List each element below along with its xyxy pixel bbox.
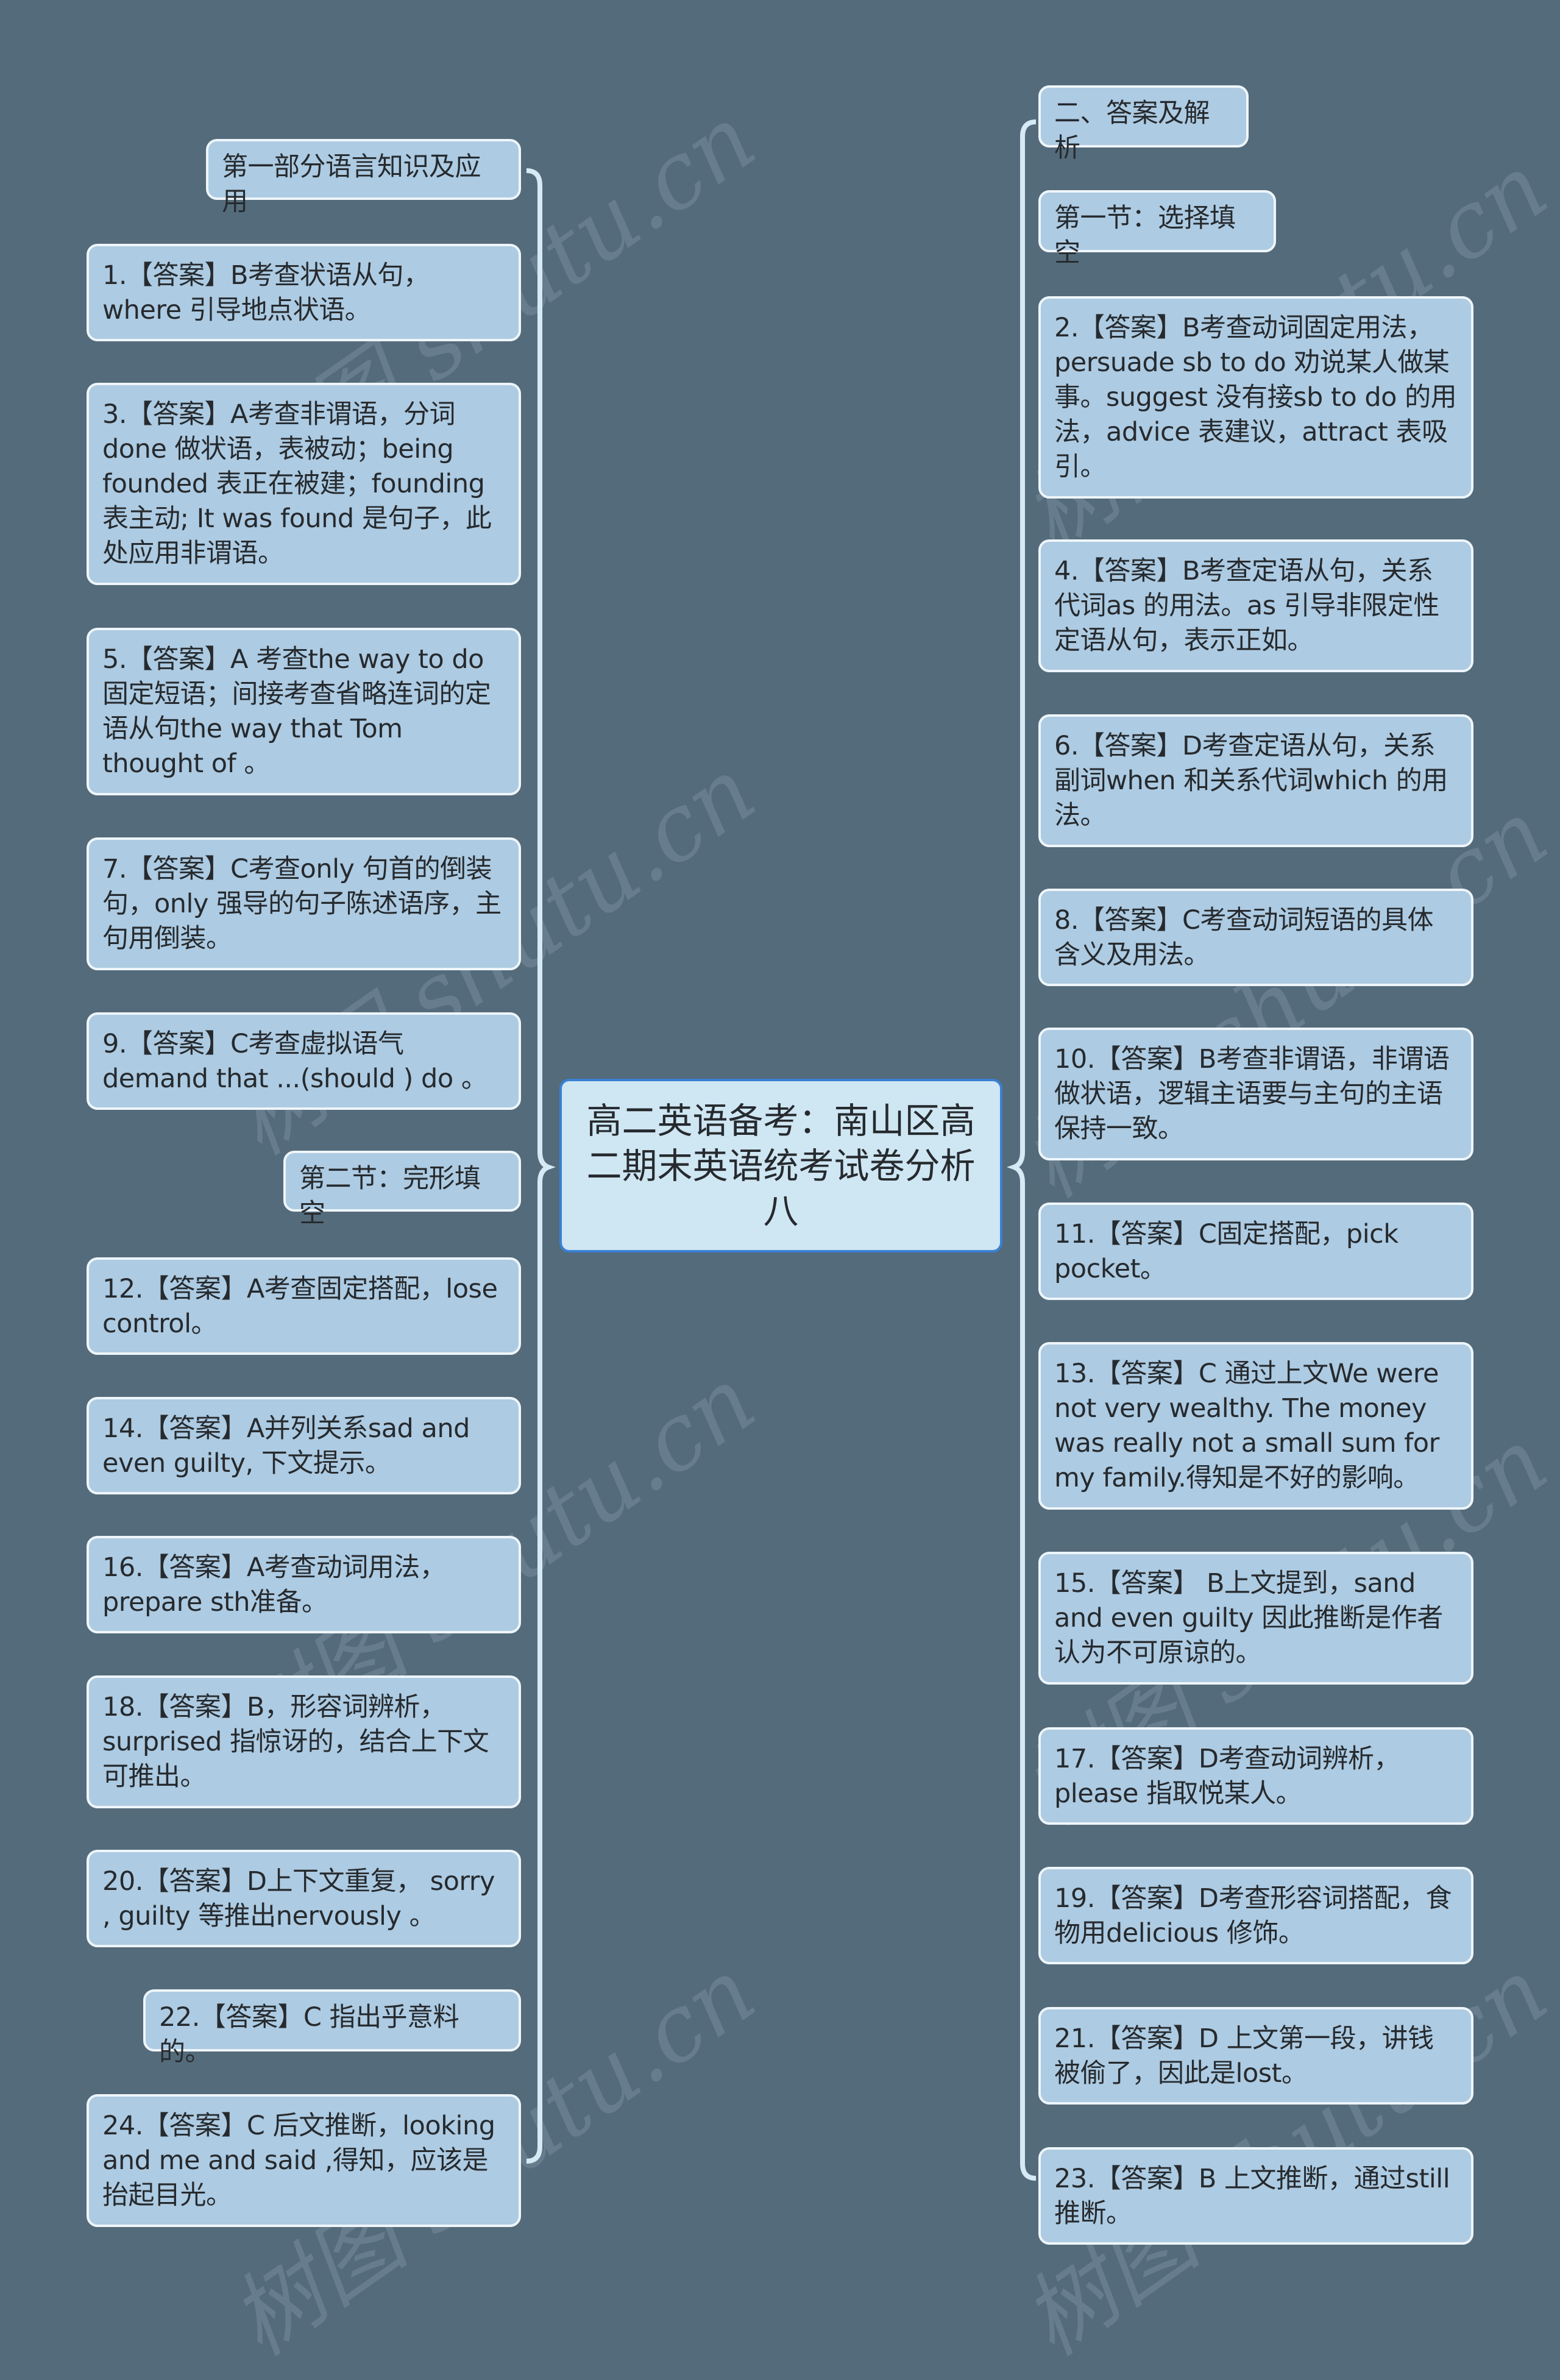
answer-node-10[interactable]: 10.【答案】B考查非谓语，非谓语做状语，逻辑主语要与主句的主语保持一致。 [1038, 1028, 1473, 1160]
answer-node-9[interactable]: 9.【答案】C考查虚拟语气demand that ...(should ) do… [87, 1012, 521, 1110]
node-label: 4.【答案】B考查定语从句，关系代词as 的用法。as 引导非限定性定语从句，表… [1054, 556, 1439, 656]
node-label: 21.【答案】D 上文第一段，讲钱被偷了，因此是lost。 [1054, 2023, 1434, 2089]
answer-node-8[interactable]: 8.【答案】C考查动词短语的具体含义及用法。 [1038, 889, 1473, 986]
answer-node-20[interactable]: 20.【答案】D上下文重复， sorry , guilty 等推出nervous… [87, 1850, 521, 1947]
node-label: 22.【答案】C 指出乎意料的。 [159, 2002, 459, 2067]
node-label: 24.【答案】C 后文推断，looking and me and said ,得… [102, 2111, 495, 2211]
answer-node-4[interactable]: 4.【答案】B考查定语从句，关系代词as 的用法。as 引导非限定性定语从句，表… [1038, 539, 1473, 672]
node-label: 13.【答案】C 通过上文We were not very wealthy. T… [1054, 1359, 1439, 1493]
central-topic-node[interactable]: 高二英语备考：南山区高二期末英语统考试卷分析八 [559, 1079, 1002, 1252]
central-topic-label: 高二英语备考：南山区高二期末英语统考试卷分析八 [586, 1099, 976, 1232]
answer-node-17[interactable]: 17.【答案】D考查动词辨析，please 指取悦某人。 [1038, 1727, 1473, 1825]
node-label: 3.【答案】A考查非谓语，分词done 做状语，表被动；being founde… [102, 399, 492, 569]
node-label: 2.【答案】B考查动词固定用法，persuade sb to do 劝说某人做某… [1054, 313, 1457, 482]
answer-node-3[interactable]: 3.【答案】A考查非谓语，分词done 做状语，表被动；being founde… [87, 383, 521, 585]
answer-node-7[interactable]: 7.【答案】C考查only 句首的倒装句，only 强导的句子陈述语序，主句用倒… [87, 837, 521, 970]
answer-node-16[interactable]: 16.【答案】A考查动词用法，prepare sth准备。 [87, 1536, 521, 1633]
node-label: 20.【答案】D上下文重复， sorry , guilty 等推出nervous… [102, 1866, 495, 1931]
node-label: 14.【答案】A并列关系sad and even guilty, 下文提示。 [102, 1413, 470, 1479]
answer-node-21[interactable]: 21.【答案】D 上文第一段，讲钱被偷了，因此是lost。 [1038, 2007, 1473, 2105]
node-label: 8.【答案】C考查动词短语的具体含义及用法。 [1054, 905, 1434, 970]
node-label: 6.【答案】D考查定语从句，关系副词when 和关系代词which 的用法。 [1054, 731, 1448, 831]
node-label: 5.【答案】A 考查the way to do 固定短语；间接考查省略连词的定语… [102, 644, 491, 779]
answer-node-22[interactable]: 22.【答案】C 指出乎意料的。 [143, 1989, 521, 2067]
answer-node-5[interactable]: 5.【答案】A 考查the way to do 固定短语；间接考查省略连词的定语… [87, 628, 521, 795]
node-label: 二、答案及解析 [1054, 98, 1210, 163]
answer-node-18[interactable]: 18.【答案】B，形容词辨析，surprised 指惊讶的，结合上下文可推出。 [87, 1675, 521, 1808]
node-label: 10.【答案】B考查非谓语，非谓语做状语，逻辑主语要与主句的主语保持一致。 [1054, 1044, 1450, 1144]
node-label: 12.【答案】A考查固定搭配，lose control。 [102, 1274, 498, 1339]
node-label: 17.【答案】D考查动词辨析，please 指取悦某人。 [1054, 1744, 1400, 1809]
node-label: 9.【答案】C考查虚拟语气demand that ...(should ) do… [102, 1029, 488, 1094]
node-label: 18.【答案】B，形容词辨析，surprised 指惊讶的，结合上下文可推出。 [102, 1692, 489, 1792]
answer-node-1[interactable]: 1.【答案】B考查状语从句，where 引导地点状语。 [87, 244, 521, 341]
answer-node-15[interactable]: 15.【答案】 B上文提到，sand and even guilty 因此推断是… [1038, 1552, 1473, 1685]
answer-node-24[interactable]: 24.【答案】C 后文推断，looking and me and said ,得… [87, 2094, 521, 2227]
node-label: 1.【答案】B考查状语从句，where 引导地点状语。 [102, 260, 430, 325]
node-label: 16.【答案】A考查动词用法，prepare sth准备。 [102, 1552, 446, 1618]
node-label: 第一部分语言知识及应用 [222, 152, 481, 217]
left-branch-connector [526, 168, 556, 2164]
section-header-node[interactable]: 二、答案及解析 [1038, 85, 1249, 163]
answer-node-23[interactable]: 23.【答案】B 上文推断，通过still 推断。 [1038, 2147, 1473, 2245]
answer-node-6[interactable]: 6.【答案】D考查定语从句，关系副词when 和关系代词which 的用法。 [1038, 714, 1473, 847]
answer-node-2[interactable]: 2.【答案】B考查动词固定用法，persuade sb to do 劝说某人做某… [1038, 296, 1473, 499]
section-header-node[interactable]: 第二节：完形填空 [283, 1151, 521, 1229]
node-label: 11.【答案】C固定搭配，pick pocket。 [1054, 1219, 1399, 1284]
section-header-node[interactable]: 第一节：选择填空 [1038, 190, 1276, 268]
answer-node-14[interactable]: 14.【答案】A并列关系sad and even guilty, 下文提示。 [87, 1397, 521, 1494]
node-label: 7.【答案】C考查only 句首的倒装句，only 强导的句子陈述语序，主句用倒… [102, 854, 502, 954]
node-label: 第二节：完形填空 [299, 1163, 481, 1229]
answer-node-11[interactable]: 11.【答案】C固定搭配，pick pocket。 [1038, 1202, 1473, 1300]
section-header-node[interactable]: 第一部分语言知识及应用 [206, 139, 521, 217]
node-label: 15.【答案】 B上文提到，sand and even guilty 因此推断是… [1054, 1568, 1443, 1668]
answer-node-19[interactable]: 19.【答案】D考查形容词搭配，食物用delicious 修饰。 [1038, 1867, 1473, 1964]
answer-node-13[interactable]: 13.【答案】C 通过上文We were not very wealthy. T… [1038, 1342, 1473, 1510]
answer-node-12[interactable]: 12.【答案】A考查固定搭配，lose control。 [87, 1257, 521, 1355]
node-label: 19.【答案】D考查形容词搭配，食物用delicious 修饰。 [1054, 1883, 1452, 1948]
right-branch-connector [1007, 119, 1037, 2181]
node-label: 第一节：选择填空 [1054, 203, 1236, 268]
node-label: 23.【答案】B 上文推断，通过still 推断。 [1054, 2164, 1450, 2229]
